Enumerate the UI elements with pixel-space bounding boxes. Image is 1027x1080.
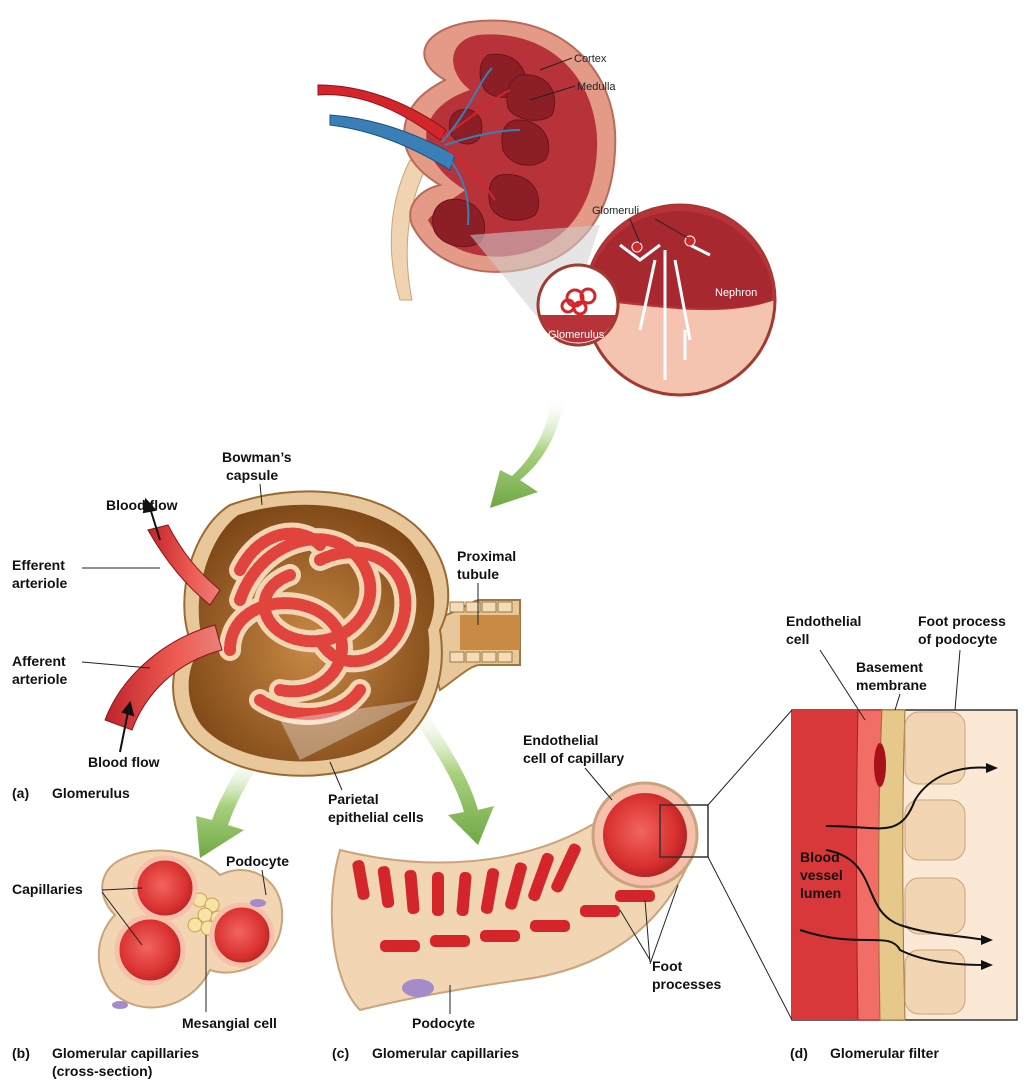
- caption-c: Glomerular capillaries: [372, 1045, 519, 1061]
- capillary-b-2: [117, 917, 183, 983]
- capillary-b-3: [212, 905, 272, 965]
- label-efferent-1: Efferent: [12, 557, 65, 573]
- panel-a-glomerulus: Bowman’s capsule Blood flow Efferent art…: [12, 449, 520, 825]
- label-lumen-3: lumen: [800, 885, 841, 901]
- label-endothelial-d-2: cell: [786, 631, 809, 647]
- label-parietal-2: epithelial cells: [328, 809, 424, 825]
- arrow-kidney-to-a: [490, 395, 565, 508]
- label-endothelial-c-1: Endothelial: [523, 732, 598, 748]
- label-podocyte-c: Podocyte: [412, 1015, 475, 1031]
- label-glomeruli: Glomeruli: [592, 205, 639, 217]
- label-mesangial: Mesangial cell: [182, 1015, 277, 1031]
- label-podocyte-b: Podocyte: [226, 853, 289, 869]
- label-lumen-2: vessel: [800, 867, 843, 883]
- label-blood-flow-bottom: Blood flow: [88, 754, 160, 770]
- label-foot-c-1: Foot: [652, 958, 683, 974]
- label-capillaries: Capillaries: [12, 881, 83, 897]
- label-foot-c-2: processes: [652, 976, 721, 992]
- label-proximal-1: Proximal: [457, 548, 516, 564]
- caption-d-letter: (d): [790, 1045, 808, 1061]
- label-proximal-2: tubule: [457, 566, 499, 582]
- label-afferent-1: Afferent: [12, 653, 66, 669]
- caption-b-letter: (b): [12, 1045, 30, 1061]
- label-nephron: Nephron: [715, 287, 757, 299]
- label-parietal-1: Parietal: [328, 791, 379, 807]
- panel-c-capillary: Endothelial cell of capillary Foot proce…: [332, 710, 792, 1061]
- label-bowmans-1: Bowman’s: [222, 449, 292, 465]
- panel-b-cross-section: Podocyte Capillaries Mesangial cell (b) …: [12, 851, 289, 1079]
- label-endothelial-c-2: cell of capillary: [523, 750, 624, 766]
- kidney-illustration: Cortex Medulla Glomeruli Nephron Glomeru…: [318, 20, 775, 395]
- caption-b-2: (cross-section): [52, 1063, 152, 1079]
- label-medulla: Medulla: [577, 81, 616, 93]
- label-basement-1: Basement: [856, 659, 923, 675]
- panel-d-filter: Endothelial cell Foot process of podocyt…: [786, 613, 1017, 1061]
- label-blood-flow-top: Blood flow: [106, 497, 178, 513]
- caption-a: Glomerulus: [52, 785, 130, 801]
- label-efferent-2: arteriole: [12, 575, 67, 591]
- caption-a-letter: (a): [12, 785, 29, 801]
- label-foot-process-d-2: of podocyte: [918, 631, 998, 647]
- label-glomerulus: Glomerulus: [548, 329, 605, 341]
- label-afferent-2: arteriole: [12, 671, 67, 687]
- label-foot-process-d-1: Foot process: [918, 613, 1006, 629]
- label-bowmans-2: capsule: [226, 467, 278, 483]
- label-basement-2: membrane: [856, 677, 927, 693]
- label-cortex: Cortex: [574, 53, 607, 65]
- caption-b-1: Glomerular capillaries: [52, 1045, 199, 1061]
- caption-c-letter: (c): [332, 1045, 349, 1061]
- label-endothelial-d-1: Endothelial: [786, 613, 861, 629]
- caption-d: Glomerular filter: [830, 1045, 939, 1061]
- label-lumen-1: Blood: [800, 849, 840, 865]
- capillary-b-1: [135, 858, 195, 918]
